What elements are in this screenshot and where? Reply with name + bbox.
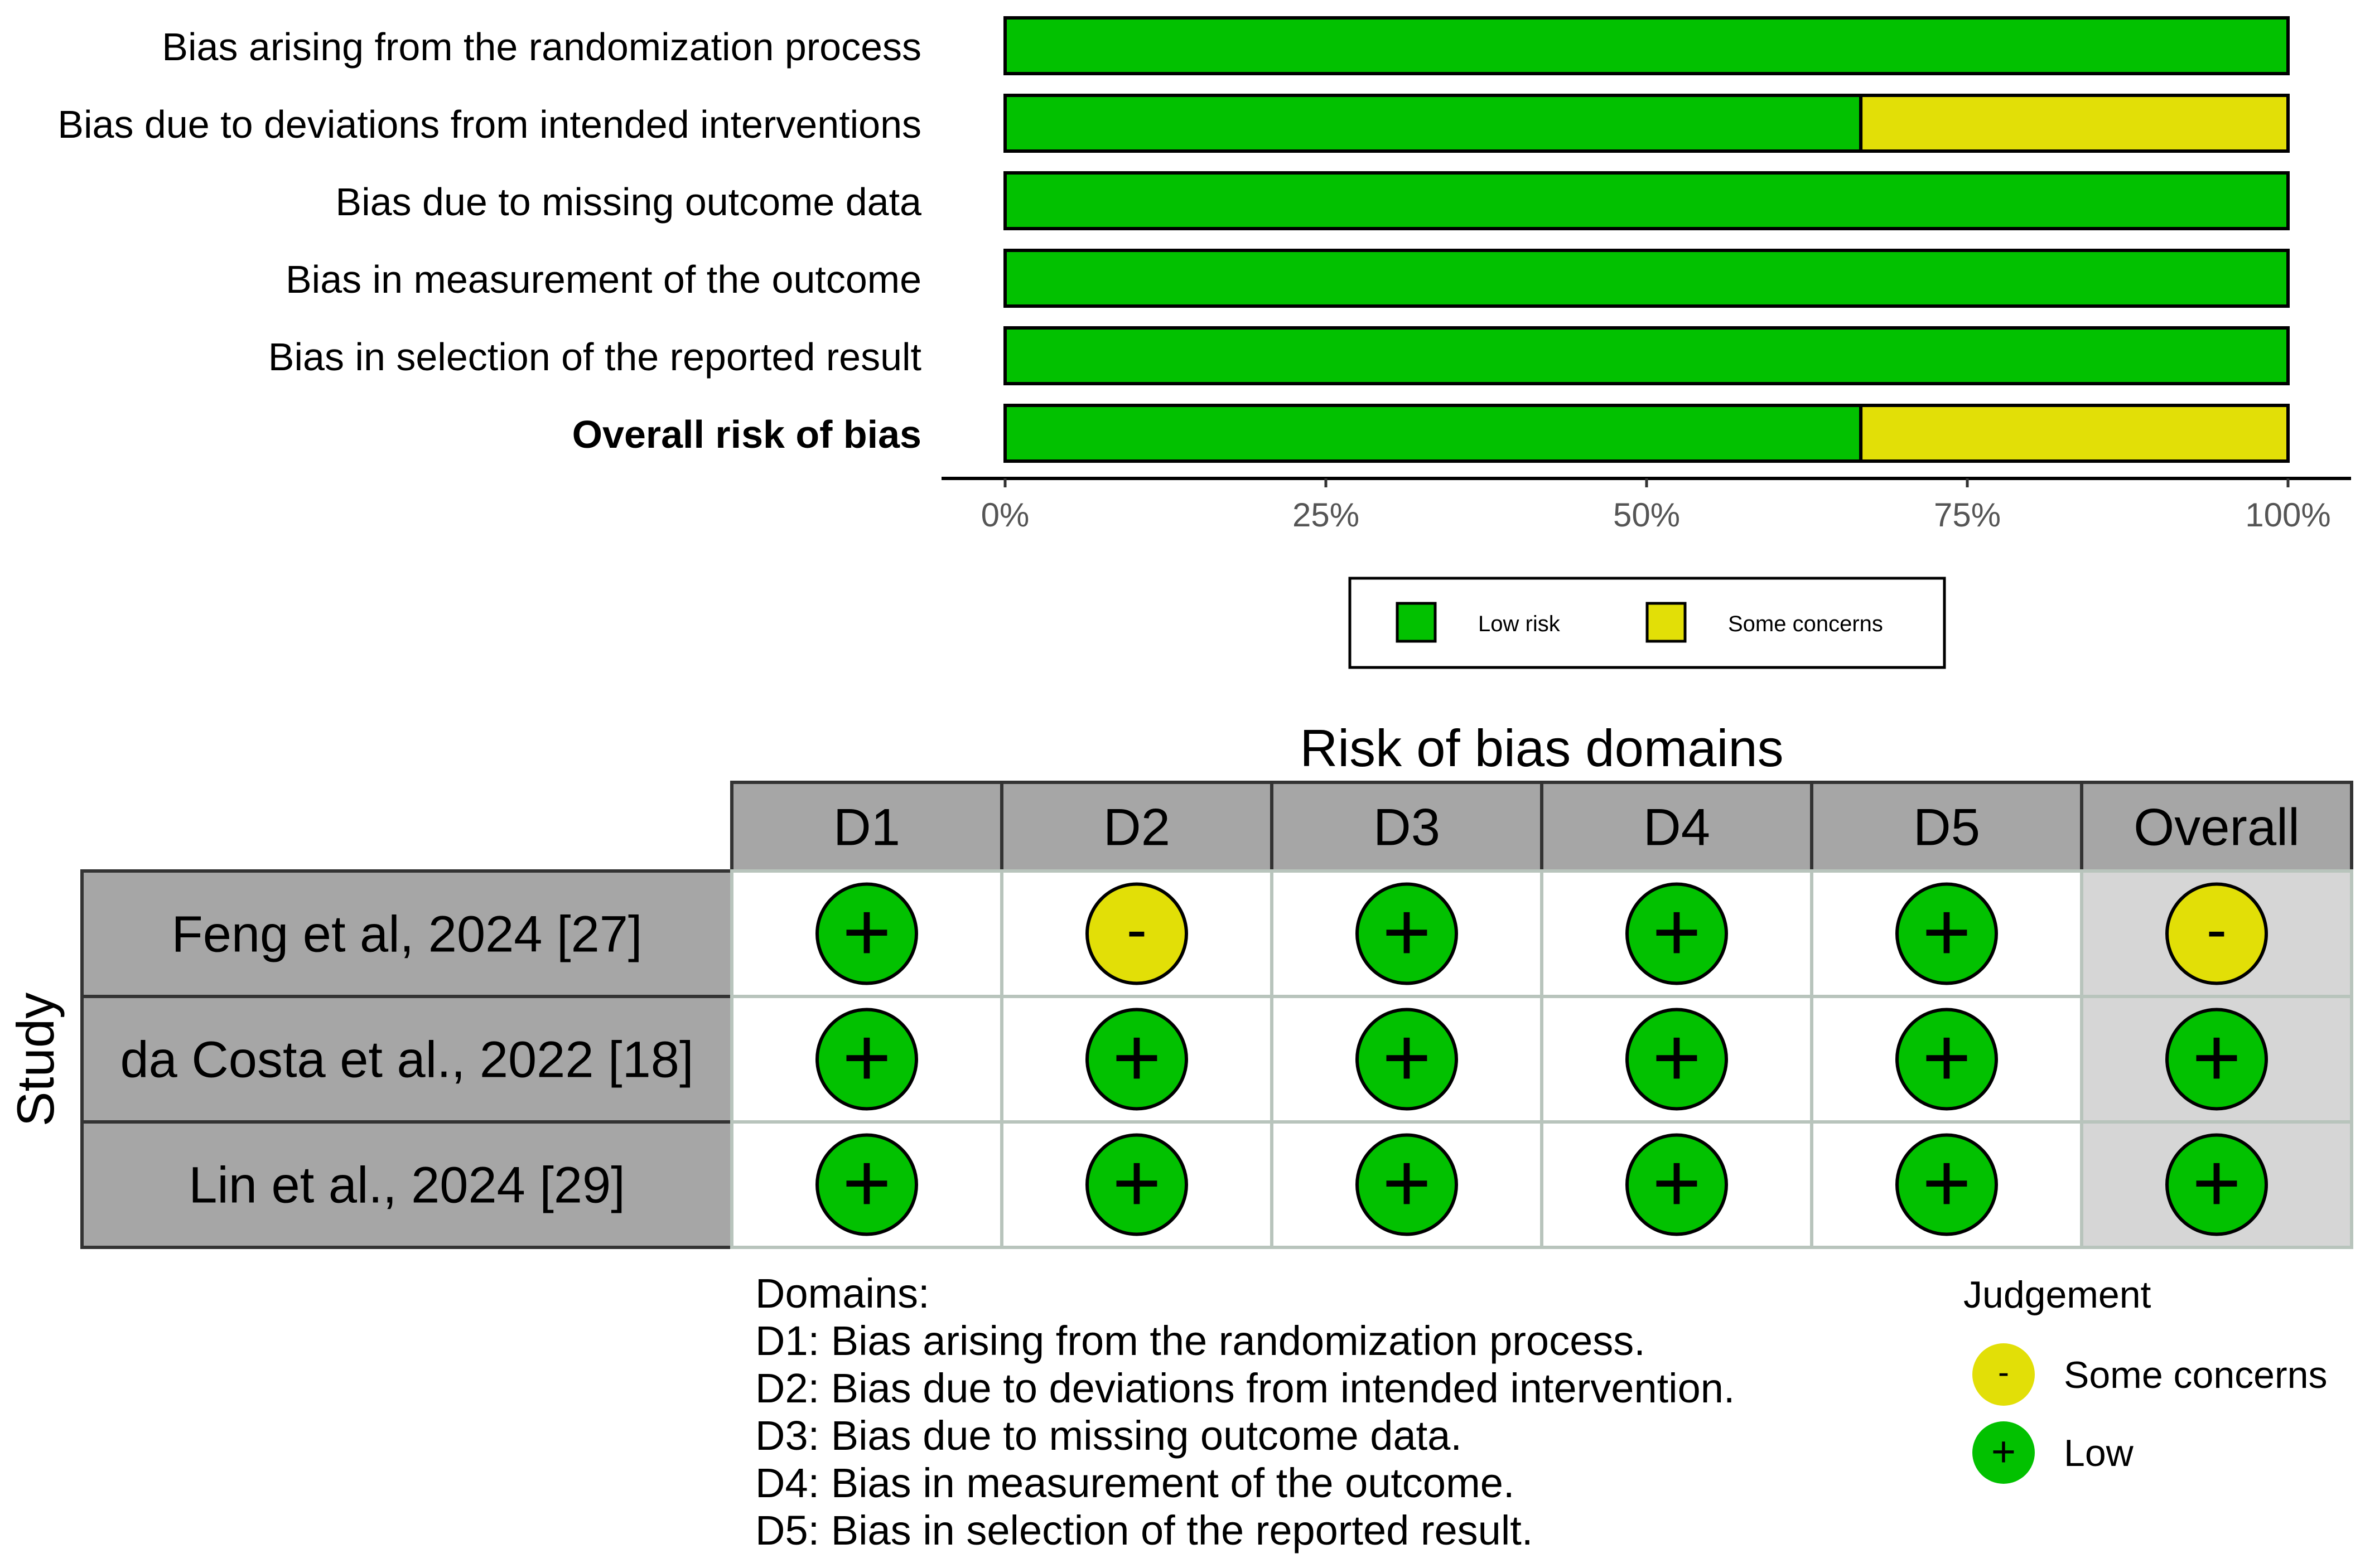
bar-low-risk-5 xyxy=(1003,326,2290,385)
domain-note-2: D2: Bias due to deviations from intended… xyxy=(755,1365,1735,1411)
judgement-legend-swatch-low xyxy=(1972,1421,2035,1484)
column-label-d3: D3 xyxy=(1373,798,1440,856)
column-label-d1: D1 xyxy=(833,798,900,856)
judgement-symbol-2-d1: + xyxy=(842,1010,891,1104)
judgement-symbol-1-d3: + xyxy=(1382,885,1431,979)
judgement-circle-2-d2 xyxy=(1085,1008,1188,1111)
category-label-bias-arising-from-the-randomization-process: Bias arising from the randomization proc… xyxy=(162,25,921,69)
study-row-header-3 xyxy=(80,1120,733,1249)
judgement-symbol-2-d4: + xyxy=(1652,1010,1701,1104)
judgement-symbol-3-overall: + xyxy=(2192,1136,2241,1230)
domains-notes: Domains:D1: Bias arising from the random… xyxy=(755,1270,1735,1554)
x-tick-label-2: 25% xyxy=(1292,496,1359,534)
judgement-circle-2-overall xyxy=(2165,1008,2268,1111)
bar-low-risk-2 xyxy=(1003,94,1863,153)
legend-box xyxy=(1348,577,1946,669)
judgement-circle-3-d1 xyxy=(815,1133,918,1236)
judgement-circle-1-d4 xyxy=(1625,882,1728,985)
judgement-circle-1-d5 xyxy=(1895,882,1998,985)
judgement-symbol-1-d2: - xyxy=(1127,896,1147,964)
legend-label-low-risk: Low risk xyxy=(1478,612,1561,636)
column-label-d4: D4 xyxy=(1643,798,1710,856)
x-tick-label-1: 0% xyxy=(981,496,1030,534)
column-header-overall xyxy=(2080,781,2353,873)
judgement-symbol-1-d5: + xyxy=(1922,885,1971,979)
judgement-circle-2-d4 xyxy=(1625,1008,1728,1111)
judgement-circle-1-d3 xyxy=(1355,882,1458,985)
category-label-bias-due-to-deviations-from-intended-interventions: Bias due to deviations from intended int… xyxy=(57,103,921,146)
bar-low-risk-4 xyxy=(1003,249,2290,308)
study-row-header-1 xyxy=(80,869,733,998)
bar-low-risk-3 xyxy=(1003,171,2290,230)
judgement-circle-2-d1 xyxy=(815,1008,918,1111)
study-label-2: da Costa et al., 2022 [18] xyxy=(120,1032,693,1088)
judgement-circle-2-d3 xyxy=(1355,1008,1458,1111)
judgement-legend-label-low: Low xyxy=(2064,1432,2134,1474)
study-label-3: Lin et al., 2024 [29] xyxy=(189,1157,625,1214)
judgement-legend-swatch-some-concerns xyxy=(1972,1343,2035,1406)
judgement-symbol-3-d4: + xyxy=(1652,1136,1701,1230)
judgement-circle-3-d2 xyxy=(1085,1133,1188,1236)
category-label-bias-in-selection-of-the-reported-result: Bias in selection of the reported result xyxy=(268,335,921,379)
judgement-symbol-1-d4: + xyxy=(1652,885,1701,979)
judgement-symbol-1-overall: - xyxy=(2207,896,2227,964)
column-label-d5: D5 xyxy=(1913,798,1980,856)
judgement-circle-3-overall xyxy=(2165,1133,2268,1236)
legend-swatch-low-risk xyxy=(1396,602,1437,643)
column-header-d5 xyxy=(1810,781,2083,873)
judgement-circle-3-d4 xyxy=(1625,1133,1728,1236)
domain-note-4: D4: Bias in measurement of the outcome. xyxy=(755,1460,1514,1506)
judgement-symbol-3-d5: + xyxy=(1922,1136,1971,1230)
judgement-circle-1-d1 xyxy=(815,882,918,985)
judgement-symbol-2-d5: + xyxy=(1922,1010,1971,1104)
judgement-symbol-3-d3: + xyxy=(1382,1136,1431,1230)
category-label-bias-in-measurement-of-the-outcome: Bias in measurement of the outcome xyxy=(286,258,921,301)
column-label-d2: D2 xyxy=(1103,798,1170,856)
category-label-overall-risk-of-bias: Overall risk of bias xyxy=(572,413,921,456)
column-header-d4 xyxy=(1540,781,1813,873)
judgement-circle-2-d5 xyxy=(1895,1008,1998,1111)
x-tick-label-4: 75% xyxy=(1934,496,2001,534)
judgement-symbol-3-d2: + xyxy=(1112,1136,1161,1230)
judgement-circle-1-d2 xyxy=(1085,882,1188,985)
judgement-legend-title: Judgement xyxy=(1963,1274,2151,1316)
judgement-circle-3-d3 xyxy=(1355,1133,1458,1236)
table-title: Risk of bias domains xyxy=(1300,719,1783,777)
domain-note-5: D5: Bias in selection of the reported re… xyxy=(755,1507,1533,1554)
domain-note-1: D1: Bias arising from the randomization … xyxy=(755,1318,1645,1364)
legend-label-some-concerns: Some concerns xyxy=(1728,612,1883,636)
judgement-legend-label-some-concerns: Some concerns xyxy=(2064,1354,2327,1396)
domain-note-3: D3: Bias due to missing outcome data. xyxy=(755,1412,1462,1459)
judgement-legend: Judgement - Some concerns + Low xyxy=(1963,1274,2327,1484)
judgement-symbol-1-d1: + xyxy=(842,885,891,979)
y-axis-label: Study xyxy=(6,993,65,1126)
summary-legend: Low risk Some concerns xyxy=(1348,577,1946,669)
bar-some-concerns-6 xyxy=(1859,404,2290,463)
judgement-circle-1-overall xyxy=(2165,882,2268,985)
judgement-symbol-3-d1: + xyxy=(842,1136,891,1230)
judgement-circle-3-d5 xyxy=(1895,1133,1998,1236)
bar-some-concerns-2 xyxy=(1859,94,2290,153)
column-label-overall: Overall xyxy=(2134,798,2300,856)
judgement-legend-symbol-low: + xyxy=(1991,1428,2016,1475)
bar-low-risk-1 xyxy=(1003,16,2290,75)
x-tick-label-5: 100% xyxy=(2245,496,2330,534)
summary-bar-chart: Bias arising from the randomization proc… xyxy=(57,16,2351,534)
domains-heading: Domains: xyxy=(755,1270,930,1317)
category-label-bias-due-to-missing-outcome-data: Bias due to missing outcome data xyxy=(335,180,921,224)
judgement-symbol-2-overall: + xyxy=(2192,1010,2241,1104)
x-tick-label-3: 50% xyxy=(1613,496,1680,534)
judgement-legend-symbol-some-concerns: - xyxy=(1998,1353,2009,1391)
legend-swatch-some-concerns xyxy=(1645,602,1687,643)
judgement-symbol-2-d2: + xyxy=(1112,1010,1161,1104)
study-label-1: Feng et al, 2024 [27] xyxy=(172,906,643,963)
judgement-symbol-2-d3: + xyxy=(1382,1010,1431,1104)
bar-low-risk-6 xyxy=(1003,404,1863,463)
